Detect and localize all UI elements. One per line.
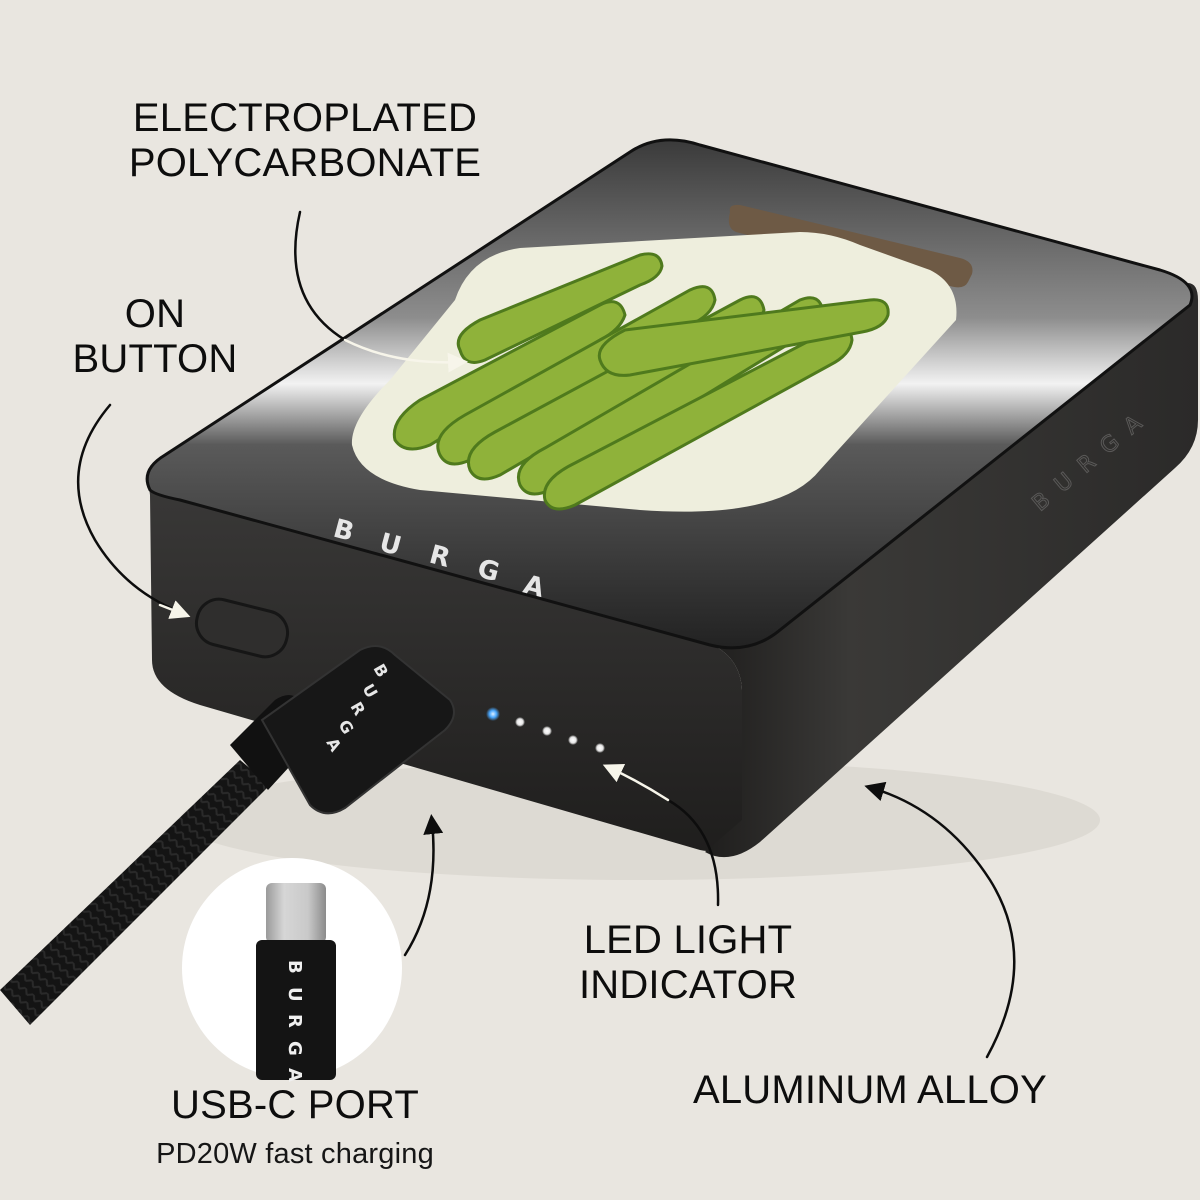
usb-c-detail-callout: B U R G A xyxy=(182,858,402,1082)
arrow-polycarbonate-white xyxy=(343,338,468,373)
pickles xyxy=(392,252,890,511)
label-usb-c-port: USB-C PORT xyxy=(171,1083,419,1127)
arrow-aluminum xyxy=(864,781,1016,1059)
led-dot-4 xyxy=(568,735,578,745)
arrow-on-button xyxy=(77,403,182,614)
power-button[interactable] xyxy=(192,595,292,662)
plug-logo-letter: U xyxy=(284,987,305,1002)
plug-logo-letter: A xyxy=(284,1068,305,1082)
pickle-jar-artwork xyxy=(351,204,973,512)
plug-logo-letter: G xyxy=(284,1041,305,1056)
usb-c-plug-tip xyxy=(266,883,326,943)
usb-c-plug-housing xyxy=(256,940,336,1080)
led-dot-5 xyxy=(595,743,605,753)
brand-logo-top: B U R G A xyxy=(330,514,547,604)
label-line: ALUMINUM ALLOY xyxy=(692,1068,1047,1112)
device-front-side xyxy=(149,473,742,852)
label-line: BUTTON xyxy=(72,336,238,381)
usb-c-cable: B U R G A xyxy=(0,645,455,1025)
cable-connector xyxy=(260,645,455,815)
arrow-led-white xyxy=(602,764,670,802)
label-line: ON xyxy=(124,292,186,336)
arrow-polycarbonate-black xyxy=(294,210,347,342)
label-on-button: ON BUTTON xyxy=(55,292,255,382)
label-electroplated-polycarbonate: ELECTROPLATED POLYCARBONATE xyxy=(105,96,505,186)
plug-logo-letter: B xyxy=(284,960,305,974)
arrow-usb-c-port xyxy=(403,814,444,957)
led-dot-1 xyxy=(486,707,500,721)
plug-logo-letter: R xyxy=(284,1014,305,1028)
led-indicator xyxy=(486,707,605,753)
power-bank: B U R G A BURGA xyxy=(145,138,1198,858)
label-led-light-indicator: LED LIGHT INDICATOR xyxy=(548,918,828,1008)
device-right-side xyxy=(700,282,1198,858)
arrow-led-black xyxy=(666,798,720,907)
label-usb-c-subtitle: PD20W fast charging xyxy=(156,1138,434,1170)
label-aluminum-alloy: ALUMINUM ALLOY xyxy=(660,1068,1080,1113)
label-line: INDICATOR xyxy=(578,962,798,1007)
callout-arrows xyxy=(77,210,1016,1059)
arrow-on-button-tip xyxy=(158,600,191,619)
label-line: LED LIGHT xyxy=(583,918,793,962)
led-dot-3 xyxy=(542,726,552,736)
label-line: ELECTROPLATED xyxy=(132,96,478,140)
label-line: POLYCARBONATE xyxy=(128,140,482,185)
led-dot-2 xyxy=(515,717,525,727)
cable-braid xyxy=(0,760,270,1025)
